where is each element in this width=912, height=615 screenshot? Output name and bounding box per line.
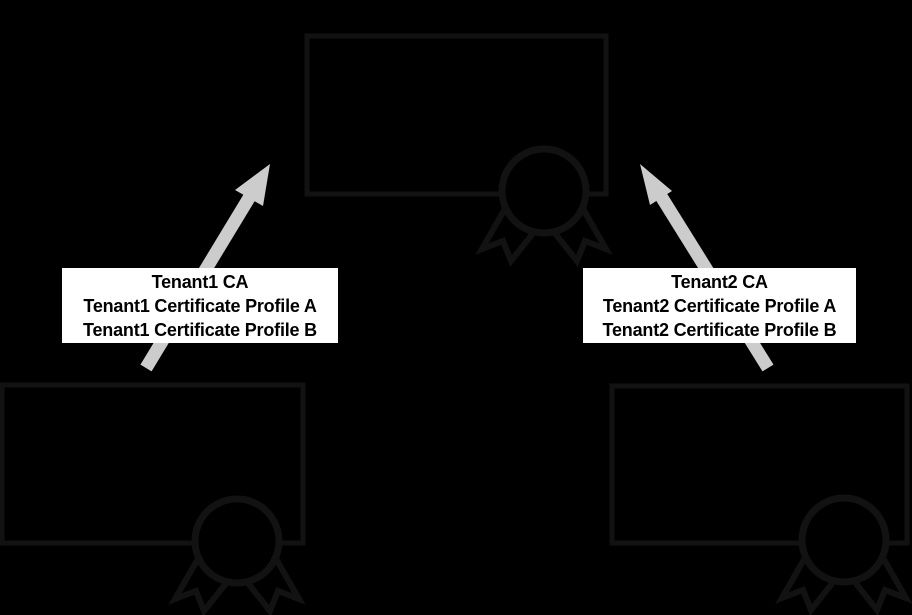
ribbon-medal xyxy=(498,145,590,237)
ribbon-medal xyxy=(191,495,283,587)
ribbon-medal xyxy=(798,494,890,586)
tenant2-ca-label: Tenant2 CA xyxy=(671,272,768,292)
arrow-up-icon xyxy=(640,164,672,205)
arrow-up-icon xyxy=(235,164,270,206)
tenant2-label-box: Tenant2 CA Tenant2 Certificate Profile A… xyxy=(583,268,856,343)
tenant1-ca-label: Tenant1 CA xyxy=(151,272,249,292)
root-certificate-box xyxy=(304,33,609,197)
certificate-ribbon-icon xyxy=(775,494,912,615)
tenant1-label-box: Tenant1 CA Tenant1 Certificate Profile A… xyxy=(62,268,338,343)
certificate-ribbon-icon xyxy=(168,495,306,615)
tenant2-profile-a-label: Tenant2 Certificate Profile A xyxy=(602,296,837,316)
tenant1-profile-b-label: Tenant1 Certificate Profile B xyxy=(83,320,317,340)
certificate-ribbon-icon xyxy=(475,145,613,267)
tenant2-profile-b-label: Tenant2 Certificate Profile B xyxy=(602,320,837,340)
tenant1-profile-a-label: Tenant1 Certificate Profile A xyxy=(83,296,317,316)
